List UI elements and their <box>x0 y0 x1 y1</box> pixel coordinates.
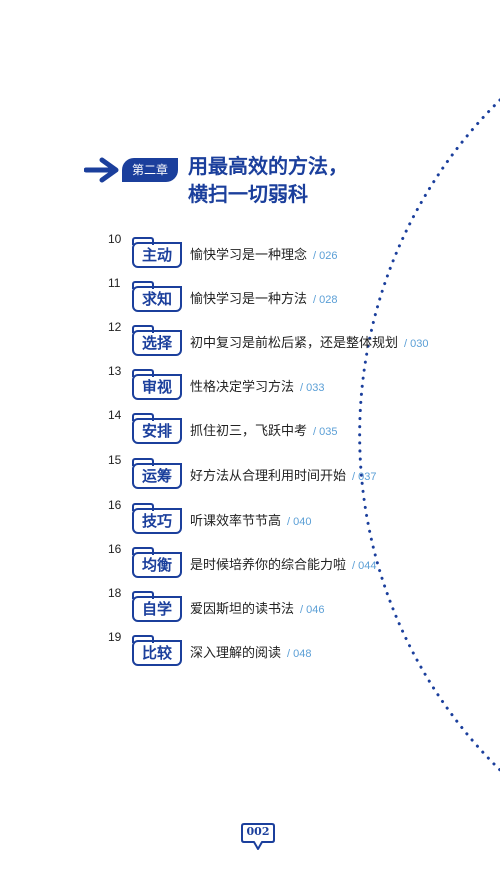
toc-entry[interactable]: 12 选择 初中复习是前松后紧，还是整体规划 / 030 <box>108 320 488 356</box>
toc-entry[interactable]: 14 安排 抓住初三，飞跃中考 / 035 <box>108 408 488 444</box>
chapter-title-line-2: 横扫一切弱科 <box>188 182 308 206</box>
entry-page: / 044 <box>352 560 377 572</box>
entry-number: 14 <box>108 408 122 422</box>
chapter-header: 第二章 用最高效的方法， 横扫一切弱科 <box>84 150 464 210</box>
chapter-title-line-1: 用最高效的方法， <box>188 154 348 178</box>
entry-title: 愉快学习是一种理念 <box>190 248 308 263</box>
entry-tag: 主动 <box>132 237 182 268</box>
entry-title-wrap: 爱因斯坦的读书法 / 046 <box>190 598 324 617</box>
entry-title-wrap: 初中复习是前松后紧，还是整体规划 / 030 <box>190 332 428 351</box>
entry-page: / 035 <box>313 426 338 438</box>
toc-entry[interactable]: 10 主动 愉快学习是一种理念 / 026 <box>108 232 488 268</box>
chapter-label: 第二章 <box>122 158 178 182</box>
entry-page: / 046 <box>300 604 325 616</box>
entry-page: / 037 <box>352 471 377 483</box>
chapter-title: 用最高效的方法， 横扫一切弱科 <box>188 152 458 208</box>
entry-tag: 安排 <box>132 413 182 444</box>
toc-entry[interactable]: 16 技巧 听课效率节节高 / 040 <box>108 498 488 534</box>
entry-number: 10 <box>108 232 122 246</box>
entry-title-wrap: 性格决定学习方法 / 033 <box>190 376 324 395</box>
entry-page: / 048 <box>287 648 312 660</box>
speech-bubble-icon <box>241 823 275 850</box>
entry-tag: 审视 <box>132 369 182 400</box>
page-number: 002 <box>246 825 270 838</box>
entry-title: 听课效率节节高 <box>190 514 282 529</box>
entry-page: / 040 <box>287 516 312 528</box>
entry-title-wrap: 好方法从合理利用时间开始 / 037 <box>190 465 376 484</box>
entry-page: / 026 <box>313 250 338 262</box>
entry-tag: 选择 <box>132 325 182 356</box>
toc-entry[interactable]: 18 自学 爱因斯坦的读书法 / 046 <box>108 586 488 622</box>
entry-tag: 自学 <box>132 591 182 622</box>
entry-title: 深入理解的阅读 <box>190 646 282 661</box>
entry-title-wrap: 抓住初三，飞跃中考 / 035 <box>190 420 337 439</box>
entry-number: 16 <box>108 542 122 556</box>
arrow-right-icon <box>84 157 119 183</box>
entry-tag: 技巧 <box>132 503 182 534</box>
entry-title: 性格决定学习方法 <box>190 380 295 395</box>
entry-number: 12 <box>108 320 122 334</box>
entry-number: 13 <box>108 364 122 378</box>
toc-entry[interactable]: 16 均衡 是时候培养你的综合能力啦 / 044 <box>108 542 488 578</box>
entry-tag: 求知 <box>132 281 182 312</box>
entry-title-wrap: 听课效率节节高 / 040 <box>190 510 311 529</box>
entry-title-wrap: 愉快学习是一种理念 / 026 <box>190 244 337 263</box>
entry-title-wrap: 深入理解的阅读 / 048 <box>190 642 311 661</box>
entry-number: 16 <box>108 498 122 512</box>
toc-entry[interactable]: 13 审视 性格决定学习方法 / 033 <box>108 364 488 400</box>
toc-entry[interactable]: 11 求知 愉快学习是一种方法 / 028 <box>108 276 488 312</box>
entry-title: 好方法从合理利用时间开始 <box>190 469 347 484</box>
entry-title: 愉快学习是一种方法 <box>190 292 308 307</box>
entry-tag: 比较 <box>132 635 182 666</box>
entry-page: / 028 <box>313 294 338 306</box>
entry-number: 11 <box>108 276 121 290</box>
entry-number: 18 <box>108 586 122 600</box>
entry-title: 是时候培养你的综合能力啦 <box>190 558 347 573</box>
entry-page: / 030 <box>404 338 429 350</box>
entry-title-wrap: 是时候培养你的综合能力啦 / 044 <box>190 554 376 573</box>
page-number-badge: 002 <box>240 820 276 852</box>
entry-title: 初中复习是前松后紧，还是整体规划 <box>190 336 399 351</box>
entry-number: 15 <box>108 453 122 467</box>
entry-tag: 均衡 <box>132 547 182 578</box>
entry-title: 抓住初三，飞跃中考 <box>190 424 308 439</box>
entry-number: 19 <box>108 630 122 644</box>
entry-title-wrap: 愉快学习是一种方法 / 028 <box>190 288 337 307</box>
entry-tag: 运筹 <box>132 458 182 489</box>
entry-title: 爱因斯坦的读书法 <box>190 602 295 617</box>
entry-page: / 033 <box>300 382 325 394</box>
toc-entry[interactable]: 15 运筹 好方法从合理利用时间开始 / 037 <box>108 453 488 489</box>
toc-entry[interactable]: 19 比较 深入理解的阅读 / 048 <box>108 630 488 666</box>
